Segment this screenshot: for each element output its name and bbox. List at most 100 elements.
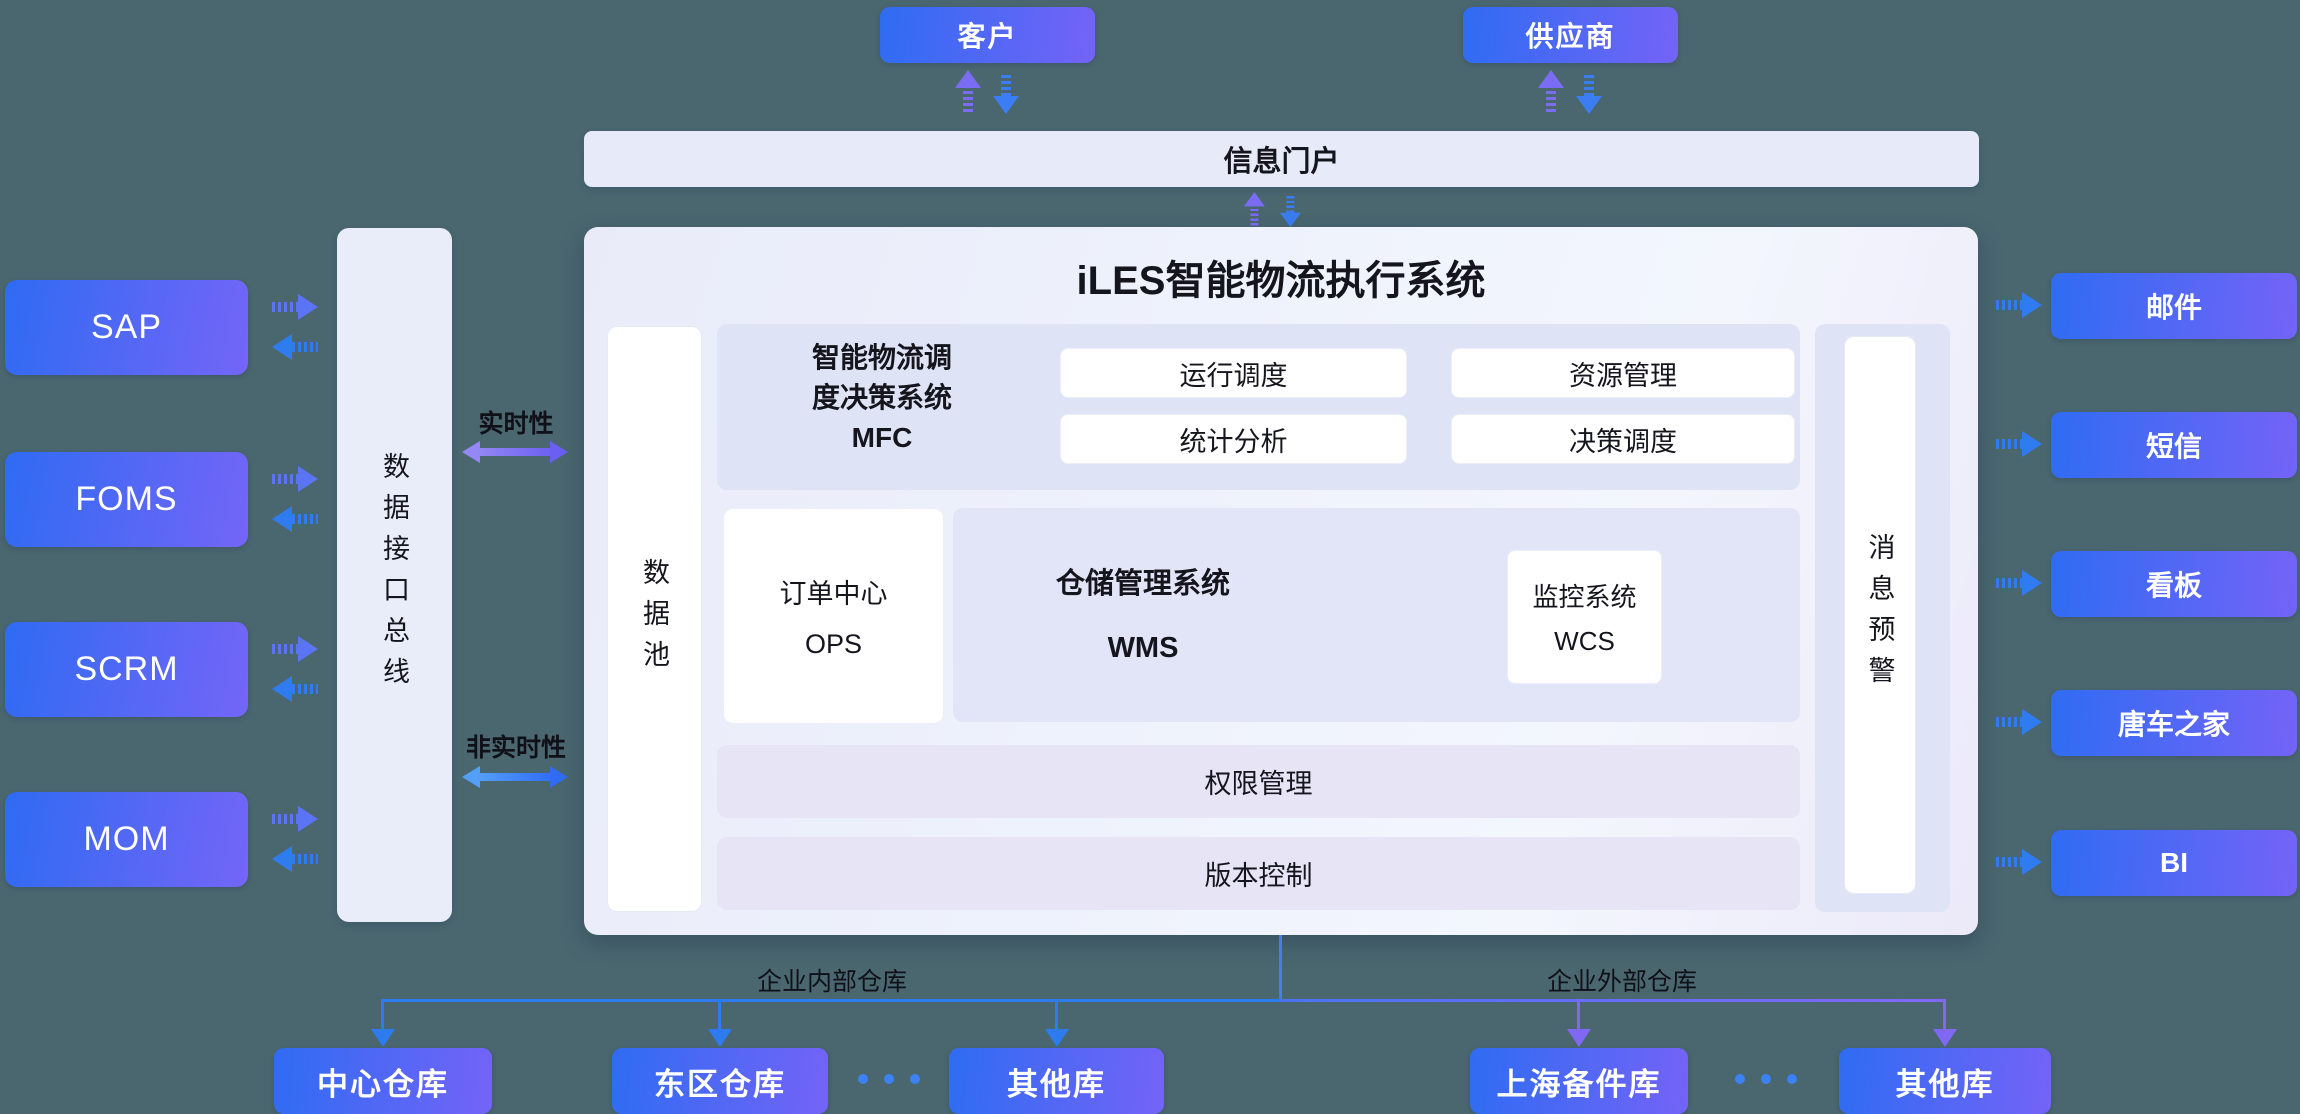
warehouse-label: 东区仓库 (654, 1066, 786, 1102)
arrow-up-icon (955, 70, 981, 114)
output-label: 短信 (2145, 431, 2202, 462)
arrow-down-icon (1280, 192, 1301, 228)
warehouse-box-east: 东区仓库 (612, 1048, 828, 1114)
branch-line (1943, 999, 1946, 1031)
arrow-right-icon (1996, 292, 2042, 318)
version-control-bar: 版本控制 (717, 837, 1800, 910)
mfc-button-operation-dispatch: 运行调度 (1060, 348, 1407, 398)
ellipsis-dot (1735, 1074, 1745, 1084)
output-label: 邮件 (2145, 292, 2202, 323)
system-box-sap: SAP (5, 280, 248, 375)
data-interface-bus-label: 数据接口总线 (379, 452, 409, 698)
connector-line-internal (381, 999, 1280, 1002)
output-label: BI (2160, 847, 2188, 878)
arrow-down-icon (371, 1029, 395, 1047)
wms-line2: WMS (1107, 632, 1179, 664)
arrow-up-icon (1538, 70, 1564, 114)
system-box-mom: MOM (5, 792, 248, 887)
arrow-left-icon (272, 676, 318, 702)
output-label: 唐车之家 (2117, 709, 2230, 740)
arrow-right-icon (1996, 431, 2042, 457)
system-label: SAP (90, 308, 163, 346)
branch-line (1577, 999, 1580, 1031)
output-box-bi: BI (2051, 830, 2297, 896)
mfc-label-line: 度决策系统 (811, 382, 952, 413)
message-alert-label: 消息预警 (1864, 533, 1895, 697)
arrow-left-icon (272, 506, 318, 532)
ops-line2: OPS (804, 629, 863, 659)
ops-line1: 订单中心 (779, 579, 888, 609)
mfc-button-label: 统计分析 (1179, 426, 1288, 457)
internal-warehouse-label: 企业内部仓库 (756, 968, 907, 996)
mfc-button-label: 决策调度 (1569, 426, 1677, 457)
branch-line (718, 999, 721, 1031)
arrow-right-icon (272, 466, 318, 492)
arrow-down-icon (1576, 70, 1602, 114)
wms-line1: 仓储管理系统 (1055, 568, 1230, 600)
data-interface-bus: 数据接口总线 (337, 228, 452, 922)
wcs-line2: WCS (1554, 626, 1615, 656)
double-arrow-icon (462, 766, 568, 788)
arrow-right-icon (1996, 709, 2042, 735)
warehouse-label: 中心仓库 (317, 1066, 449, 1102)
arrow-right-icon (272, 806, 318, 832)
mfc-label-line: 智能物流调 (811, 342, 952, 373)
realtime-label: 实时性 (478, 410, 554, 438)
warehouse-label: 上海备件库 (1496, 1066, 1662, 1102)
arrow-right-icon (1996, 849, 2042, 875)
system-label: FOMS (75, 480, 178, 518)
non-realtime-label: 非实时性 (465, 734, 566, 762)
ellipsis-dot (884, 1074, 894, 1084)
external-warehouse-label: 企业外部仓库 (1546, 968, 1697, 996)
info-portal-bar: 信息门户 (584, 131, 1979, 187)
ellipsis-dot (1787, 1074, 1797, 1084)
arrow-down-icon (1045, 1029, 1069, 1047)
branch-line (1055, 999, 1058, 1031)
info-portal-label: 信息门户 (1223, 146, 1340, 178)
output-box-kanban: 看板 (2051, 551, 2297, 617)
arrow-up-icon (1244, 192, 1265, 227)
mfc-label-line: MFC (851, 422, 913, 453)
warehouse-box-other-internal: 其他库 (949, 1048, 1164, 1114)
arrow-left-icon (272, 846, 318, 872)
page-title: iLES智能物流执行系统 (1076, 259, 1486, 303)
arrow-left-icon (272, 334, 318, 360)
mfc-button-statistical-analysis: 统计分析 (1060, 414, 1407, 464)
arrow-right-icon (1996, 570, 2042, 596)
mfc-button-label: 运行调度 (1179, 360, 1288, 391)
arrow-down-icon (1933, 1029, 1957, 1047)
branch-line (381, 999, 384, 1031)
warehouse-label: 其他库 (1007, 1066, 1106, 1102)
system-box-foms: FOMS (5, 452, 248, 547)
permission-label: 权限管理 (1204, 769, 1313, 799)
message-alert-column: 消息预警 (1844, 336, 1916, 894)
customer-box: 客户 (880, 7, 1095, 63)
system-label: MOM (83, 820, 170, 858)
double-arrow-icon (462, 441, 568, 463)
ellipsis-dot (910, 1074, 920, 1084)
supplier-label: 供应商 (1525, 21, 1616, 52)
wms-label: 仓储管理系统 WMS (993, 552, 1293, 680)
system-label: SCRM (74, 650, 179, 688)
connector-stem (1279, 935, 1282, 1001)
ellipsis-dot (858, 1074, 868, 1084)
warehouse-box-shanghai-spare: 上海备件库 (1470, 1048, 1688, 1114)
arrow-right-icon (272, 636, 318, 662)
arrow-down-icon (993, 70, 1019, 114)
system-box-scrm: SCRM (5, 622, 248, 717)
arrow-right-icon (272, 294, 318, 320)
customer-label: 客户 (957, 21, 1018, 52)
mfc-label: 智能物流调 度决策系统 MFC (737, 338, 1027, 458)
data-pool-column: 数据池 (607, 326, 702, 912)
mfc-button-resource-management: 资源管理 (1451, 348, 1795, 398)
ops-order-center-box: 订单中心 OPS (723, 508, 944, 724)
arrow-down-icon (708, 1029, 732, 1047)
version-label: 版本控制 (1204, 861, 1313, 891)
warehouse-box-central: 中心仓库 (274, 1048, 492, 1114)
mfc-button-decision-dispatch: 决策调度 (1451, 414, 1795, 464)
wcs-line1: 监控系统 (1532, 582, 1637, 612)
output-box-sms: 短信 (2051, 412, 2297, 478)
warehouse-label: 其他库 (1895, 1066, 1995, 1102)
output-box-email: 邮件 (2051, 273, 2297, 339)
arrow-down-icon (1567, 1029, 1591, 1047)
